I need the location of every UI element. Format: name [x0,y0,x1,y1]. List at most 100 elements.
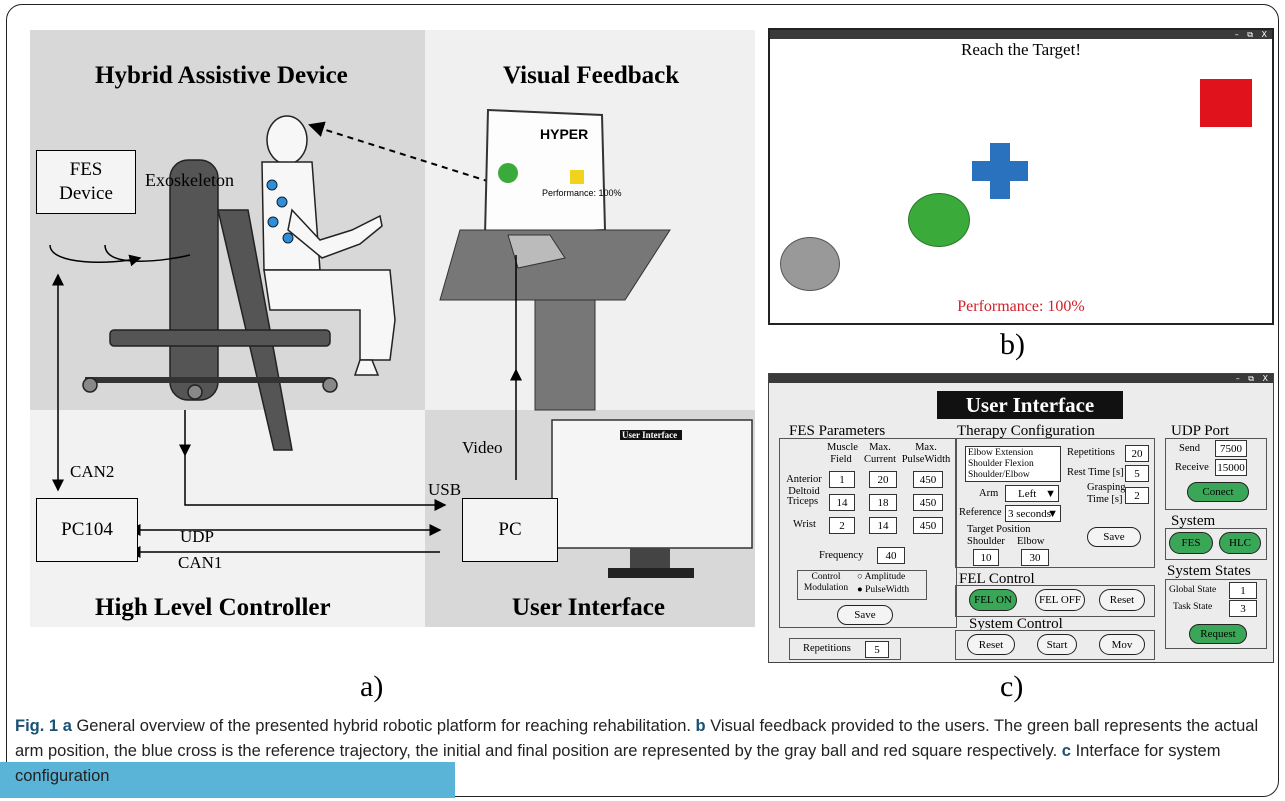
video-label: Video [462,438,503,457]
start-position-ball [780,237,840,291]
system-illustration [49,108,753,578]
system-control-group [955,630,1155,660]
connect-button[interactable]: Conect [1187,482,1249,502]
therapy-item[interactable]: Elbow Extension [968,448,1034,458]
col-max-current: Max. Current [863,442,897,466]
title-high-level-controller: High Level Controller [95,594,331,621]
can2-label: CAN2 [70,462,115,481]
fes-save-button[interactable]: Save [837,605,893,625]
pc104-label: PC104 [61,519,113,541]
shoulder-label: Shoulder [967,536,1005,547]
caption-b-text: Visual feedback provided to the users. T… [15,717,1259,760]
game-performance: Performance: 100% [957,298,1085,315]
triceps-field-input[interactable]: 14 [829,494,855,511]
row-anterior-deltoid: Anterior Deltoid [786,474,822,498]
wrist-field-input[interactable]: 2 [829,517,855,534]
row-triceps: Triceps [787,496,819,507]
receive-port-input[interactable]: 15000 [1215,459,1247,476]
repetitions-input[interactable]: 5 [865,641,889,658]
udp-port-title: UDP Port [1171,423,1230,439]
figure-frame [6,4,1279,797]
fel-on-button[interactable]: FEL ON [969,589,1017,611]
user-figure [261,115,396,376]
pulsewidth-label: PulseWidth [865,585,910,595]
triceps-pulsewidth-input[interactable]: 450 [913,494,943,511]
send-port-input[interactable]: 7500 [1215,440,1247,457]
elbow-input[interactable]: 30 [1021,549,1049,566]
row-wrist: Wrist [793,519,816,530]
caption-b-label: b [695,717,706,735]
fel-control-group [955,585,1155,617]
hlc-button[interactable]: HLC [1219,532,1261,554]
config-title: User Interface [937,391,1123,419]
therapy-reps-input[interactable]: 20 [1125,445,1149,462]
title-visual-feedback: Visual Feedback [503,62,680,89]
visual-feedback-window: – ⧉ X Reach the Target! Performance: 100… [768,28,1274,325]
frequency-input[interactable]: 40 [877,547,905,564]
pc104-box: PC104 [36,498,138,562]
system-reset-button[interactable]: Reset [967,634,1015,655]
start-button[interactable]: Start [1037,634,1077,655]
col-max-pulsewidth: Max. PulseWidth [901,442,951,466]
arm-select[interactable]: Left▼ [1005,485,1059,502]
panel-a-label: a) [360,670,384,703]
fes-button[interactable]: FES [1169,532,1213,554]
rest-time-input[interactable]: 5 [1125,465,1149,482]
ad-pulsewidth-input[interactable]: 450 [913,471,943,488]
can1-label: CAN1 [178,553,223,572]
therapy-config-title: Therapy Configuration [957,423,1095,439]
arm-position-ball [908,193,970,247]
udp-port-group [1165,438,1267,510]
therapy-item[interactable]: Shoulder Flexion [968,459,1034,469]
caption-a-text: General overview of the presented hybrid… [71,717,696,735]
caption-fig-label: Fig. 1 [15,717,59,735]
window-titlebar: – ⧉ X [770,30,1272,39]
ad-current-input[interactable]: 20 [869,471,897,488]
fel-reset-button[interactable]: Reset [1099,589,1145,611]
fes-parameters-group [779,438,957,628]
caption-c-text: Interface for system configuration [15,742,1221,785]
reference-select[interactable]: 3 seconds▼ [1005,505,1061,522]
monitor-performance-text: Performance: 100% [542,188,622,198]
ad-field-input[interactable]: 1 [829,471,855,488]
system-states-group [1165,579,1267,649]
amplitude-label: Amplitude [864,572,906,582]
request-button[interactable]: Request [1189,624,1247,644]
config-window-controls[interactable]: – ⧉ X [1235,374,1271,383]
send-label: Send [1179,443,1200,454]
caption-highlight [0,762,455,798]
amplitude-radio[interactable]: ○ Amplitude [857,572,906,582]
target-position-label: Target Position [967,524,1031,535]
grasping-label-1: Grasping [1087,482,1126,493]
therapy-item[interactable]: Shoulder/Elbow [968,470,1030,480]
receive-label: Receive [1175,462,1209,473]
triceps-current-input[interactable]: 18 [869,494,897,511]
control-modulation-group [797,570,927,600]
caption-c-label: c [1061,742,1071,760]
window-controls[interactable]: – ⧉ X [1234,30,1270,39]
wrist-current-input[interactable]: 14 [869,517,897,534]
elbow-label: Elbow [1017,536,1045,547]
therapy-list[interactable]: Elbow Extension Shoulder Flexion Shoulde… [965,446,1061,482]
chevron-down-icon: ▼ [1047,508,1058,520]
global-state-label: Global State [1169,585,1217,595]
system-group [1165,528,1267,560]
pulsewidth-radio[interactable]: ● PulseWidth [857,585,910,595]
therapy-config-group [955,438,1155,568]
mov-button[interactable]: Mov [1099,634,1145,655]
fes-parameters-title: FES Parameters [789,423,886,439]
exoskeleton-chair [82,159,338,451]
fel-off-button[interactable]: FEL OFF [1035,589,1085,611]
grasping-input[interactable]: 2 [1125,487,1149,504]
reference-label: Reference [959,507,1002,518]
monitor-logo: HYPER [540,126,589,142]
title-user-interface: User Interface [512,594,665,621]
target-square [1200,79,1252,127]
task-state-label: Task State [1173,602,1213,612]
grasping-label-2: Time [s] [1087,494,1123,505]
therapy-save-button[interactable]: Save [1087,527,1141,547]
col-muscle-field: Muscle Field [827,442,858,466]
wrist-pulsewidth-input[interactable]: 450 [913,517,943,534]
reference-cross [972,143,1028,199]
shoulder-input[interactable]: 10 [973,549,999,566]
